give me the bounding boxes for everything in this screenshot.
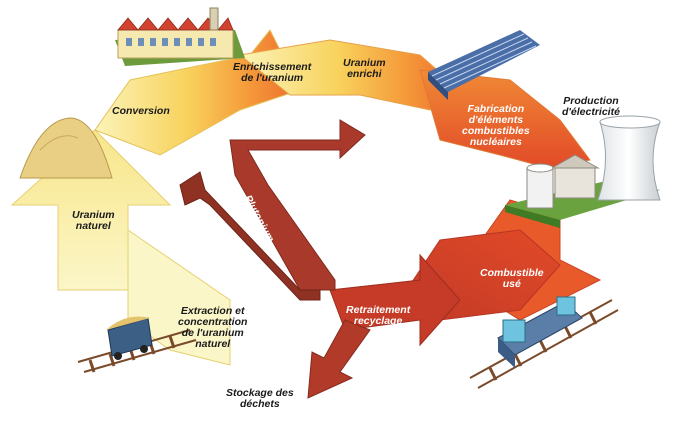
arrow-plutonium bbox=[229, 119, 366, 291]
enrichment-factory-icon bbox=[115, 7, 245, 66]
label-conversion: Conversion bbox=[112, 105, 170, 117]
arrow-stockage bbox=[307, 319, 371, 399]
label-fabrication: Fabrication d'éléments combustibles nucl… bbox=[462, 103, 530, 148]
mine-cart-icon bbox=[77, 316, 197, 373]
label-extraction: Extraction et concentration de l'uranium… bbox=[178, 305, 248, 350]
arrow-uranium-recycle bbox=[179, 171, 321, 301]
label-combustible-use: Combustible usé bbox=[480, 267, 544, 290]
label-production: Production d'électricité bbox=[562, 95, 620, 118]
power-plant-icon bbox=[505, 115, 661, 228]
label-uranium-enrichi: Uranium enrichi bbox=[343, 57, 386, 80]
rail-wagon-icon bbox=[469, 296, 619, 389]
ore-pile-icon bbox=[19, 117, 113, 179]
label-retraitement: Retraitement recyclage bbox=[346, 304, 411, 327]
label-enrichissement: Enrichissement de l'uranium bbox=[233, 61, 312, 84]
label-stockage: Stockage des déchets bbox=[226, 387, 294, 410]
label-uranium-naturel: Uranium naturel bbox=[72, 209, 115, 232]
arrow-extraction bbox=[127, 229, 231, 366]
fuel-bundles-icon bbox=[428, 30, 540, 100]
